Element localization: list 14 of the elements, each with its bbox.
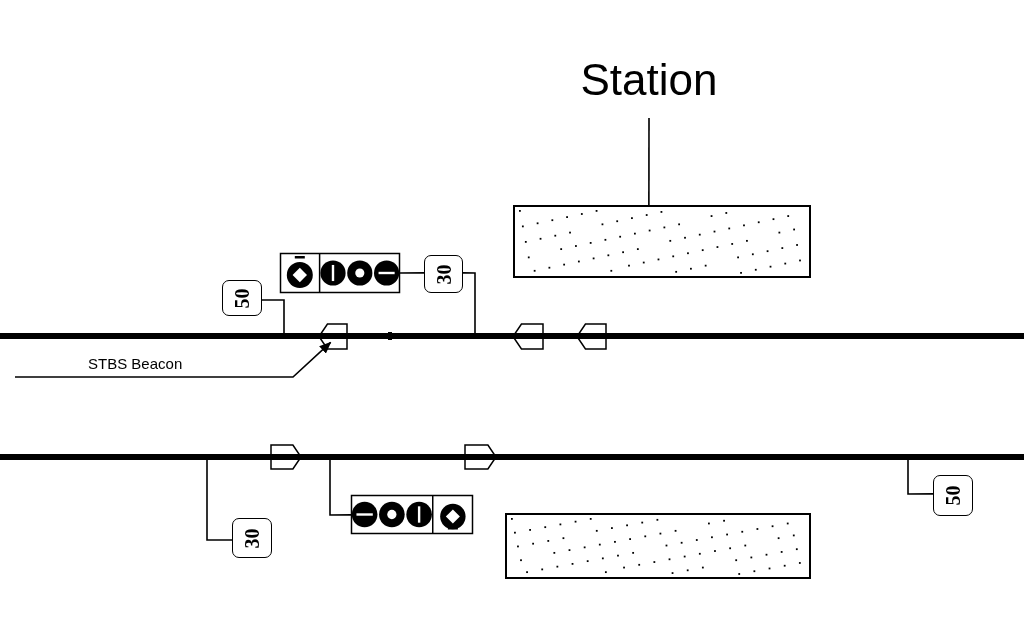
speed-sign: 50 xyxy=(222,280,262,316)
speed-sign: 30 xyxy=(424,255,463,293)
beacon-label: STBS Beacon xyxy=(88,353,210,375)
leader-line xyxy=(648,117,650,206)
speed-sign: 30 xyxy=(232,518,272,558)
leader-arrow xyxy=(14,341,332,378)
connector-line xyxy=(399,272,425,274)
connector-line xyxy=(329,459,352,516)
connector-line xyxy=(206,459,233,541)
connector-line xyxy=(907,459,934,495)
station-label: Station xyxy=(554,52,744,108)
speed-sign: 50 xyxy=(933,475,973,516)
connector-line xyxy=(261,299,285,334)
connector-line xyxy=(462,272,476,334)
